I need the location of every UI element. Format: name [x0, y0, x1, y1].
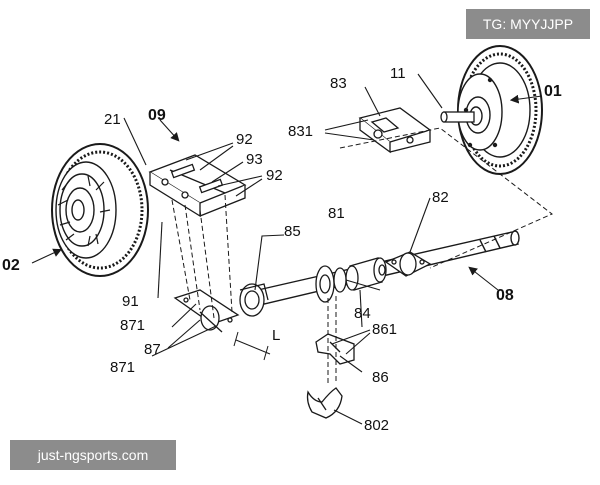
dimension-l — [233, 331, 271, 361]
bracket-83 — [358, 107, 432, 154]
bushing-81 — [345, 257, 387, 291]
label-92-upper: 92 — [236, 131, 253, 148]
clip-802 — [306, 387, 343, 419]
bracket-09 — [148, 154, 247, 218]
saddle-86 — [315, 333, 355, 365]
label-86: 86 — [372, 369, 389, 386]
bearing-85 — [239, 283, 269, 317]
axle-tube — [257, 230, 520, 305]
axle-stub — [440, 111, 475, 123]
label-87: 87 — [144, 341, 161, 358]
label-802: 802 — [364, 417, 389, 434]
left-wheel — [51, 143, 149, 277]
label-92-lower: 92 — [266, 167, 283, 184]
label-81: 81 — [328, 205, 345, 222]
label-831: 831 — [288, 123, 313, 140]
label-83: 83 — [330, 75, 347, 92]
alignment-lines — [171, 127, 553, 384]
right-wheel — [457, 45, 543, 175]
label-08: 08 — [496, 287, 514, 304]
label-871-upper: 871 — [120, 317, 145, 334]
label-l: L — [272, 327, 280, 344]
leader-lines — [31, 73, 543, 425]
label-91: 91 — [122, 293, 139, 310]
label-09: 09 — [148, 107, 166, 124]
label-85: 85 — [284, 223, 301, 240]
clamp-87 — [173, 289, 240, 333]
label-02: 02 — [2, 257, 20, 274]
label-84: 84 — [354, 305, 371, 322]
watermark-site: just-ngsports.com — [10, 440, 176, 470]
label-11: 11 — [390, 65, 406, 82]
label-21: 21 — [104, 111, 121, 128]
label-871-lower: 871 — [110, 359, 135, 376]
label-01: 01 — [544, 83, 562, 100]
clamp-82 — [384, 251, 432, 277]
washer-84 — [315, 265, 347, 303]
watermark-tg: TG: MYYJJPP — [466, 9, 590, 39]
label-82: 82 — [432, 189, 449, 206]
label-93: 93 — [246, 151, 263, 168]
label-861: 861 — [372, 321, 397, 338]
